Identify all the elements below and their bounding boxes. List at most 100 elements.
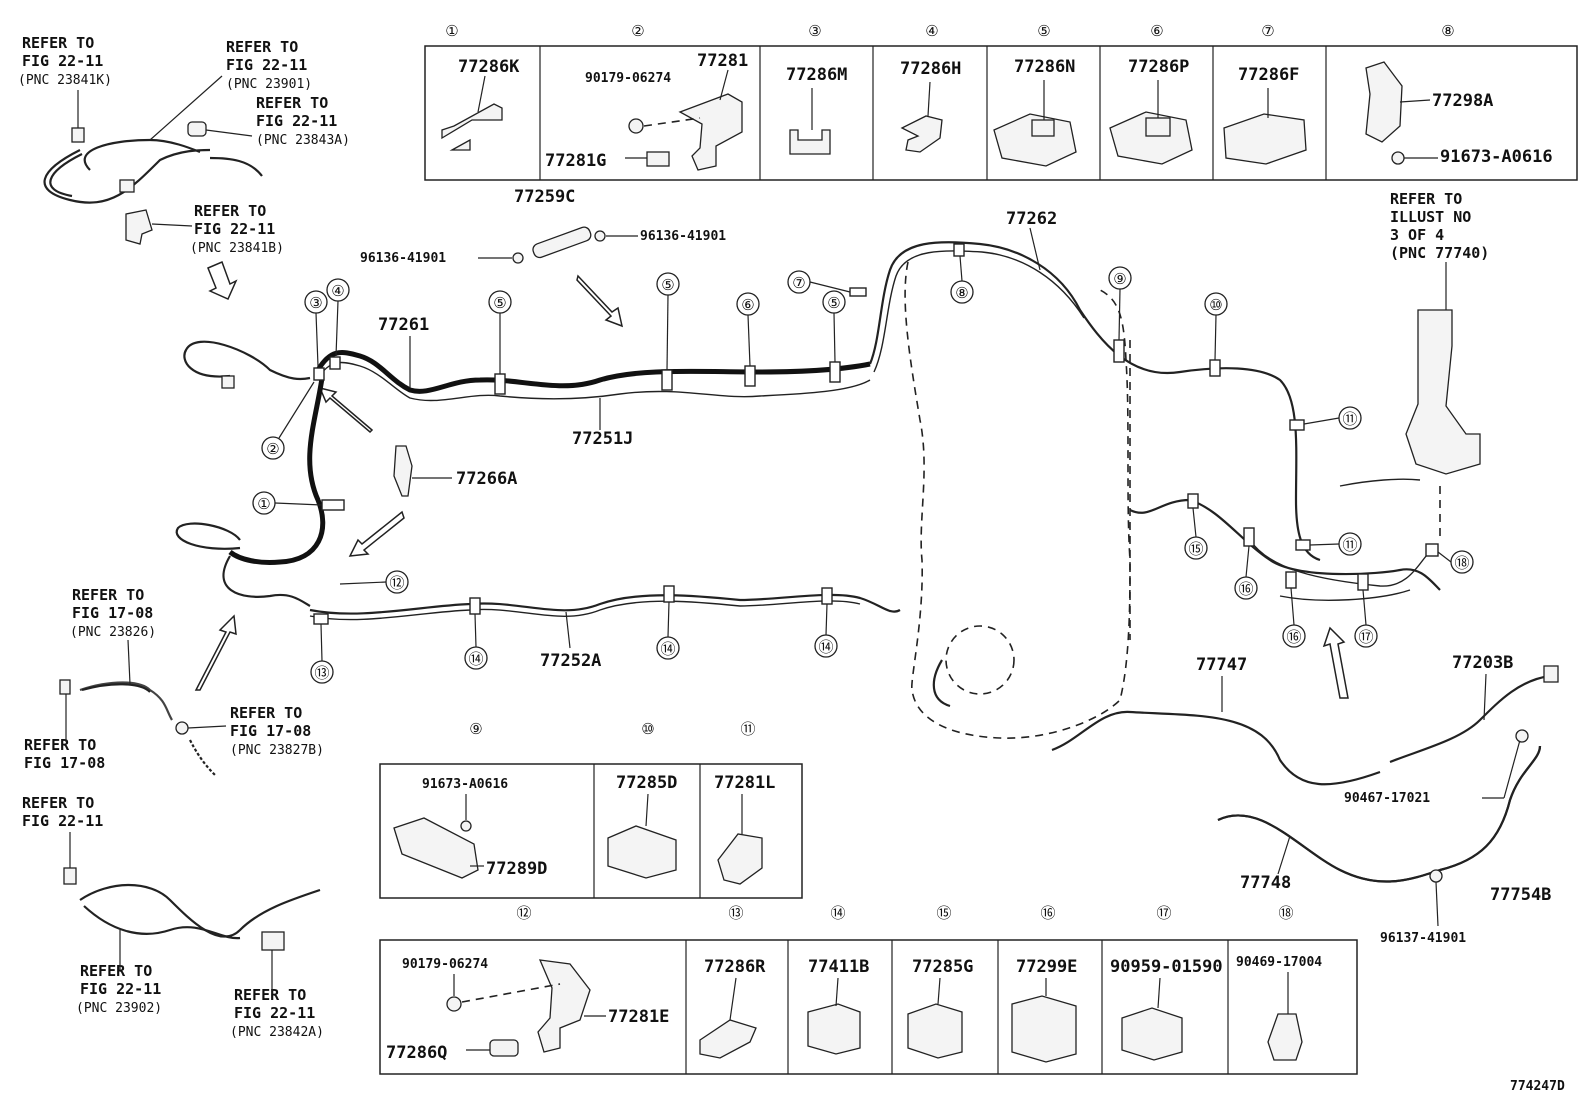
part-77286N: 77286N	[1014, 57, 1075, 77]
callout-16a: ⑯	[1238, 580, 1253, 598]
bottom-cell-12-number: ⑫	[516, 904, 531, 922]
part-90959-01590: 90959-01590	[1110, 957, 1223, 977]
svg-text:FIG 17-08: FIG 17-08	[230, 722, 311, 740]
right-side-assembly: REFER TO ILLUST NO 3 OF 4 (PNC 77740) 77…	[1051, 190, 1559, 946]
part-77411B: 77411B	[808, 957, 869, 977]
top-cell-5-number: ⑤	[1037, 22, 1050, 40]
ref-77740: REFER TO ILLUST NO 3 OF 4 (PNC 77740)	[1390, 190, 1489, 262]
label-77251J: 77251J	[572, 429, 633, 449]
callout-leaders	[274, 255, 1452, 662]
part-77285G: 77285G	[912, 957, 973, 977]
svg-text:REFER TO: REFER TO	[72, 586, 144, 604]
label-clamp-right: 96136-41901	[640, 229, 726, 244]
bracket-77281E-drawing	[537, 959, 591, 1053]
bottom-cell-16-number: ⑯	[1040, 904, 1055, 922]
svg-text:(PNC 23901): (PNC 23901)	[226, 77, 312, 92]
callout-2: ②	[266, 440, 279, 458]
bottom-cell-14-number: ⑭	[830, 904, 845, 922]
svg-text:REFER TO: REFER TO	[22, 34, 94, 52]
pipe-77251J	[317, 361, 871, 402]
callout-16b: ⑯	[1286, 628, 1301, 646]
svg-text:ILLUST NO: ILLUST NO	[1390, 208, 1471, 226]
part-77286K: 77286K	[458, 57, 520, 77]
arrow-indicator	[1322, 626, 1349, 699]
ref-23826: REFER TO FIG 17-08 (PNC 23826)	[70, 586, 156, 640]
svg-text:REFER TO: REFER TO	[1390, 190, 1462, 208]
part-77286H: 77286H	[900, 59, 961, 79]
label-77261: 77261	[378, 315, 429, 335]
canister-bracket-drawing	[1405, 309, 1481, 475]
top-cell-7-number: ⑦	[1261, 22, 1274, 40]
ref-23842A: REFER TO FIG 22-11 (PNC 23842A)	[230, 986, 324, 1040]
callout-3: ③	[309, 294, 322, 312]
bracket-77298A-drawing	[1365, 61, 1403, 143]
label-90467-17021: 90467-17021	[1344, 791, 1430, 806]
clip-90469-drawing	[1267, 1013, 1303, 1061]
callout-6: ⑥	[741, 296, 754, 314]
svg-text:REFER TO: REFER TO	[234, 986, 306, 1004]
label-77259C: 77259C	[514, 187, 575, 207]
ref-23901: REFER TO FIG 22-11 (PNC 23901)	[226, 38, 312, 92]
hose-77259C	[532, 226, 592, 259]
clip-77411B-drawing	[807, 1003, 861, 1055]
diagram-id: 774247D	[1510, 1079, 1565, 1094]
arrow-indicator	[318, 386, 374, 434]
grommet-77281G-drawing	[646, 151, 670, 167]
svg-text:FIG 22-11: FIG 22-11	[226, 56, 307, 74]
hose-23826	[79, 681, 173, 721]
arrow-indicator	[207, 260, 238, 300]
callout-10: ⑩	[1209, 296, 1222, 314]
svg-text:REFER TO: REFER TO	[194, 202, 266, 220]
upper-left-hose	[43, 148, 211, 204]
bottom-cell-13-number: ⑬	[728, 904, 743, 922]
ref-23902: REFER TO FIG 22-11 (PNC 23902)	[76, 962, 162, 1016]
part-77298A: 77298A	[1432, 91, 1493, 111]
label-77747: 77747	[1196, 655, 1247, 675]
callout-15: ⑮	[1188, 540, 1203, 558]
callout-11b: ⑪	[1342, 536, 1357, 554]
bracket-77266A	[393, 445, 413, 497]
svg-text:FIG 17-08: FIG 17-08	[24, 754, 105, 772]
top-parts-table: ① ② ③ ④ ⑤ ⑥ ⑦ ⑧ 77286K 77281 90179-06274…	[424, 22, 1578, 181]
main-part-labels: 77259C 96136-41901 96136-41901 77262 772…	[348, 187, 1057, 671]
part-90179-06274-bottom: 90179-06274	[402, 957, 488, 972]
svg-text:FIG 17-08: FIG 17-08	[72, 604, 153, 622]
bottom-parts-table: ⑫ ⑬ ⑭ ⑮ ⑯ ⑰ ⑱ 90179-06274 77281E 77286Q …	[379, 904, 1358, 1075]
callout-17: ⑰	[1358, 628, 1373, 646]
callout-5b: ⑤	[661, 276, 674, 294]
bottom-cell-18-number: ⑱	[1278, 904, 1293, 922]
svg-text:REFER TO: REFER TO	[230, 704, 302, 722]
part-77286Q: 77286Q	[386, 1043, 447, 1063]
part-77299E: 77299E	[1016, 957, 1077, 977]
clip-77286N-drawing	[993, 113, 1077, 167]
part-77286F: 77286F	[1238, 65, 1299, 85]
part-90469-17004: 90469-17004	[1236, 955, 1322, 970]
clip-77281L-drawing	[717, 833, 763, 885]
svg-text:FIG 22-11: FIG 22-11	[234, 1004, 315, 1022]
pipe-vertical-left	[228, 377, 326, 565]
callout-7: ⑦	[792, 274, 805, 292]
top-cell-6-number: ⑥	[1150, 22, 1163, 40]
part-77286R: 77286R	[704, 957, 766, 977]
hose-77754B	[1439, 745, 1542, 872]
callout-18: ⑱	[1454, 554, 1469, 572]
pipe-right-lower	[1129, 498, 1441, 591]
svg-text:FIG 22-11: FIG 22-11	[194, 220, 275, 238]
mid-parts-table: ⑨ ⑩ ⑪ 91673-A0616 77289D 77285D 77281L	[379, 720, 803, 899]
svg-text:FIG 22-11: FIG 22-11	[22, 52, 103, 70]
arrow-indicator	[576, 274, 624, 328]
callout-14c: ⑭	[818, 638, 833, 656]
svg-text:(PNC 23841B): (PNC 23841B)	[190, 241, 284, 256]
main-pipes	[175, 241, 1441, 621]
svg-text:(PNC 23826): (PNC 23826)	[70, 625, 156, 640]
mid-cell-11-number: ⑪	[740, 720, 755, 738]
callout-13: ⑬	[314, 664, 329, 682]
part-77281: 77281	[697, 51, 748, 71]
clip-77285D-drawing	[607, 825, 677, 879]
left-middle-references: REFER TO FIG 17-08 (PNC 23826) REFER TO …	[24, 586, 324, 777]
mid-cell-10-number: ⑩	[641, 720, 654, 738]
fuel-tank-outline	[904, 261, 1131, 739]
top-cell-3-number: ③	[808, 22, 821, 40]
pipe-clamps	[313, 243, 1439, 625]
